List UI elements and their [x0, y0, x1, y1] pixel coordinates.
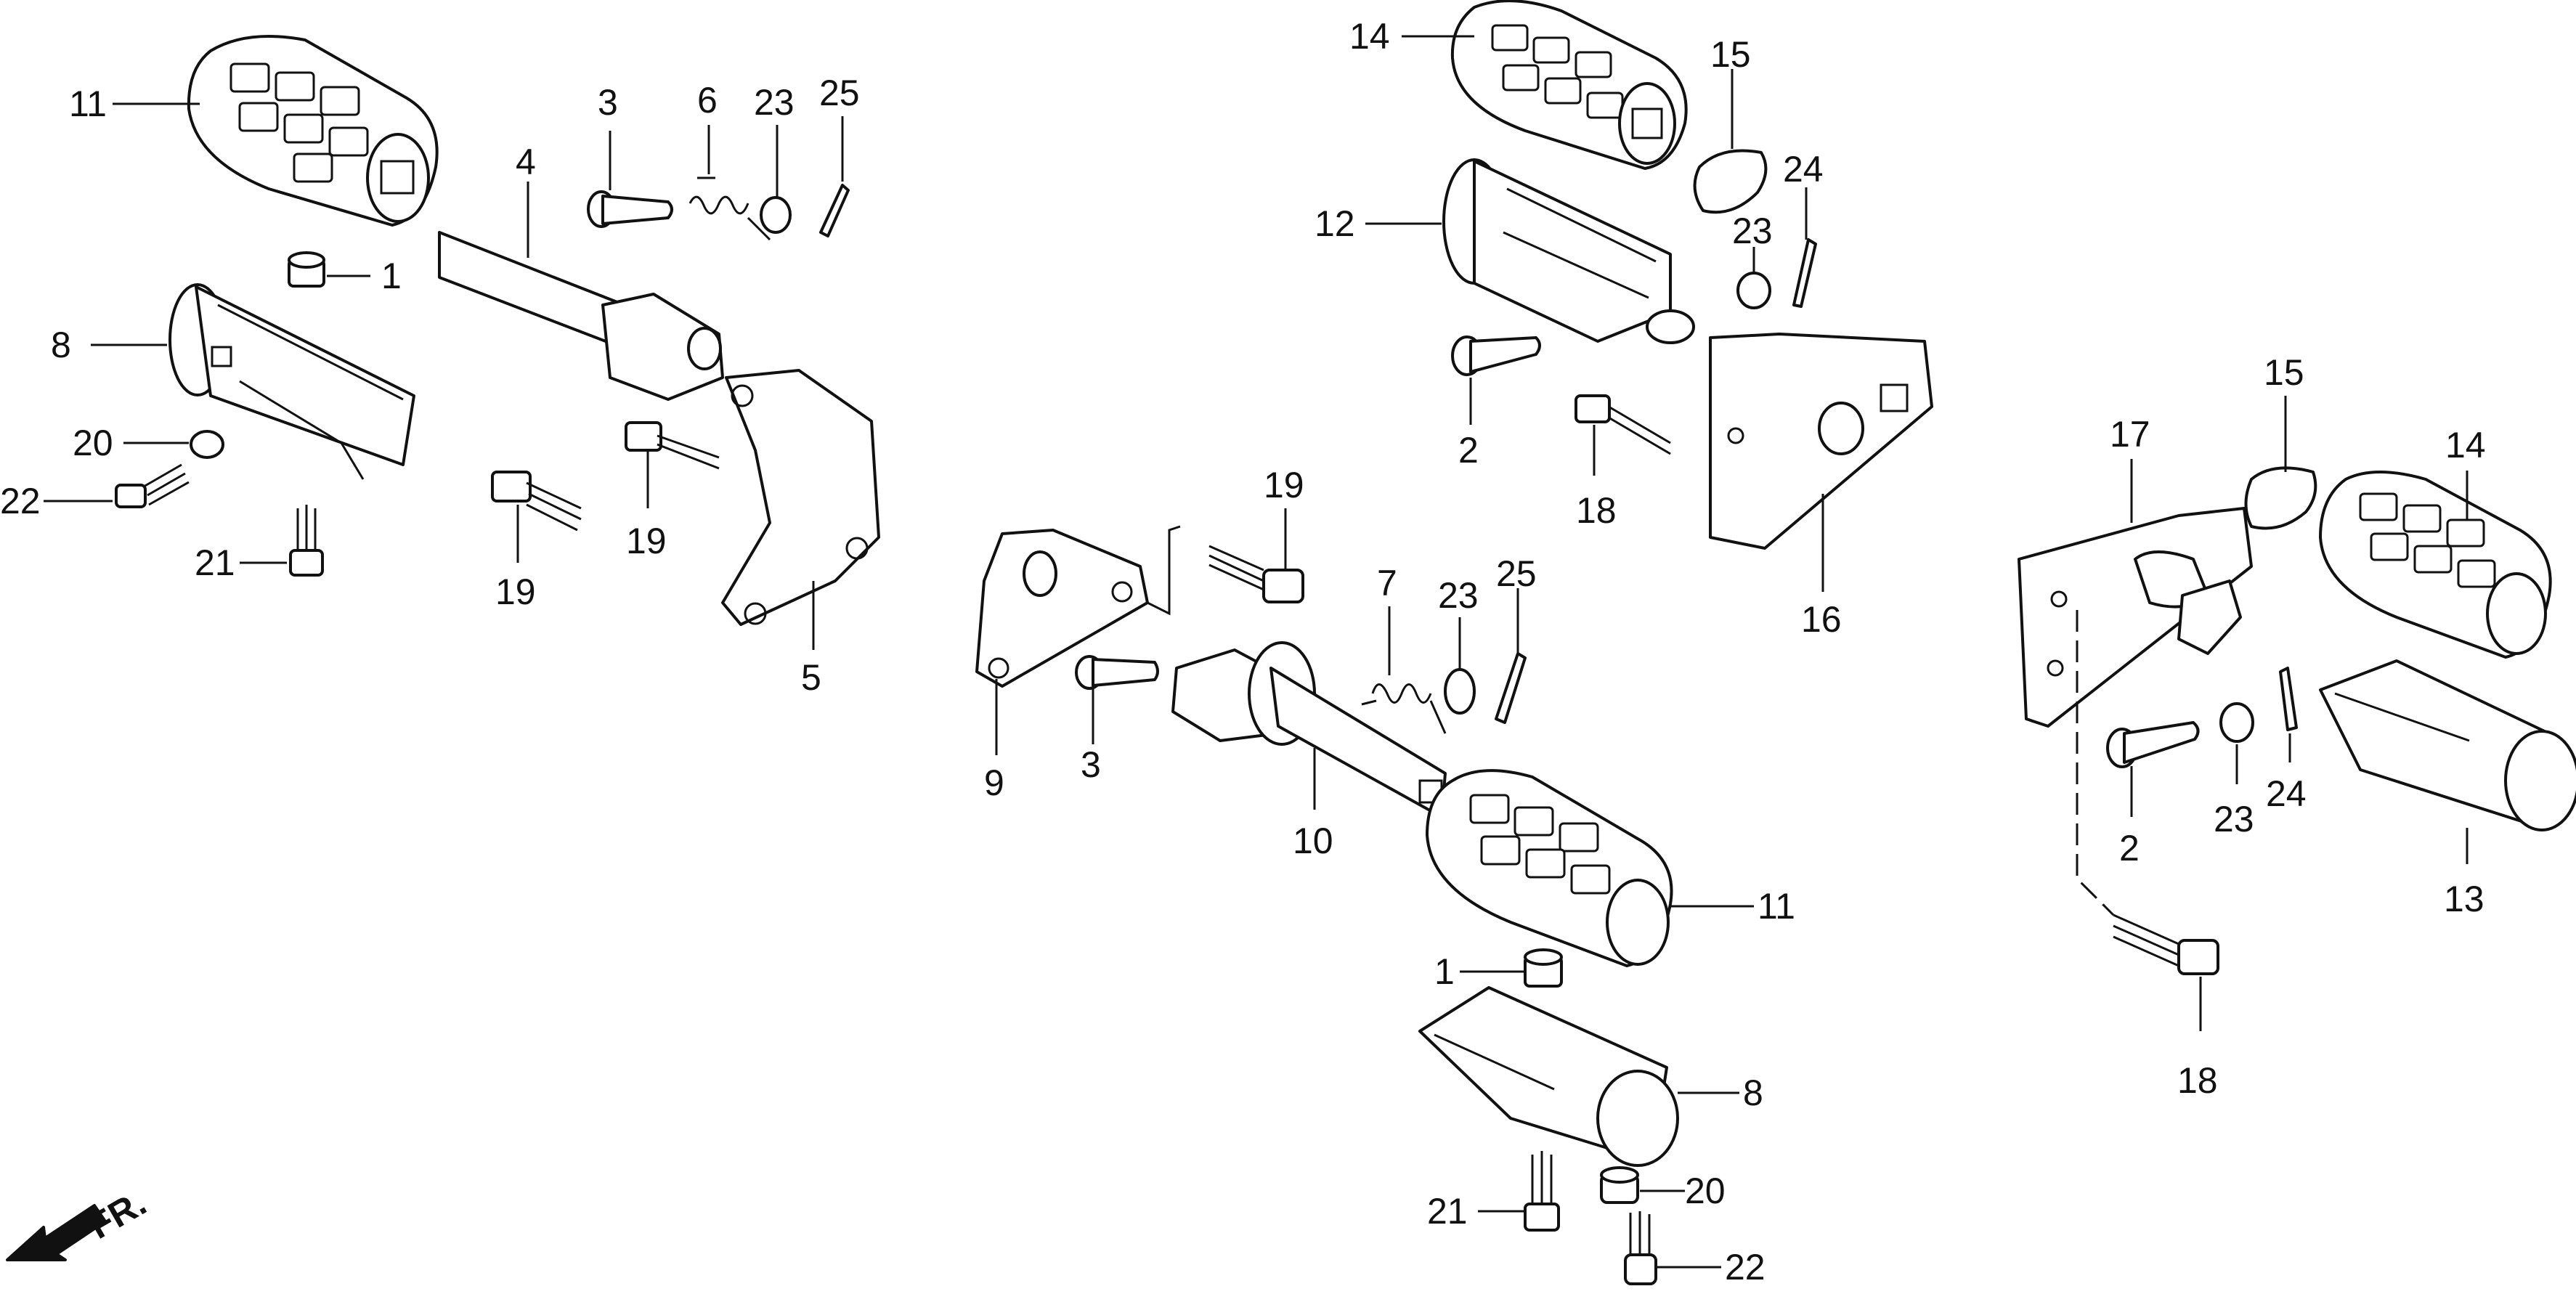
callout-23: 23 [754, 82, 795, 123]
bolt-22 [115, 463, 190, 508]
callout-21: 21 [1427, 1191, 1468, 1232]
callout-16: 16 [1801, 599, 1842, 640]
callout-18: 18 [2177, 1060, 2218, 1101]
collar-1 [288, 251, 325, 288]
callout-6: 6 [697, 80, 718, 121]
pin-2 [1451, 335, 1541, 376]
washer-23 [1444, 668, 1476, 715]
bolt-19c [1208, 545, 1304, 603]
callout-8: 8 [51, 325, 71, 365]
spring-6 [688, 176, 771, 241]
cotter-pin-25 [1495, 652, 1527, 724]
footpeg-rubber-11 [187, 35, 439, 227]
callout-10: 10 [1293, 821, 1333, 861]
callout-15: 15 [2264, 352, 2304, 393]
plate-15 [1693, 149, 1768, 214]
callout-21: 21 [195, 542, 235, 583]
left-rear-footpeg-assembly: 14 15 24 12 23 2 18 16 [1315, 0, 1933, 640]
callout-22: 22 [1725, 1247, 1766, 1287]
washer-23 [760, 196, 792, 234]
footpeg-rubber-14 [2319, 471, 2552, 659]
step-arm-4 [438, 231, 724, 401]
footpeg-rubber-14 [1450, 0, 1688, 170]
callout-19: 19 [1264, 465, 1304, 505]
cotter-pin-24 [1792, 238, 1817, 308]
callout-24: 24 [1783, 149, 1824, 190]
spring-7 [1361, 683, 1447, 734]
cotter-pin-24 [2279, 667, 2298, 731]
footpeg-rubber-11 [1426, 769, 1673, 967]
callout-23: 23 [2214, 799, 2254, 839]
step-arm-10 [1171, 641, 1447, 818]
callout-12: 12 [1315, 203, 1355, 244]
callout-19: 19 [626, 521, 667, 561]
callout-8: 8 [1743, 1073, 1763, 1113]
left-front-footpeg-assembly: 11 1 8 20 22 21 3 6 23 25 4 19 19 5 [0, 35, 880, 698]
callout-11: 11 [1758, 886, 1795, 927]
front-arrow-icon [6, 1204, 107, 1261]
callout-20: 20 [1685, 1171, 1726, 1211]
callout-9: 9 [984, 762, 1004, 803]
callout-3: 3 [1081, 744, 1101, 785]
bolt-18 [2113, 914, 2219, 975]
collar-1 [1524, 948, 1563, 988]
pin-3 [1075, 655, 1159, 690]
callout-11: 11 [69, 84, 107, 124]
bracket-17 [2018, 507, 2253, 728]
callout-13: 13 [2444, 879, 2484, 919]
bolt-19a [491, 471, 582, 532]
callout-23: 23 [1438, 575, 1479, 616]
washer-20 [190, 430, 224, 459]
callout-15: 15 [1710, 34, 1751, 75]
callout-2: 2 [2119, 828, 2140, 868]
bracket-5 [721, 369, 880, 626]
pin-3 [587, 190, 673, 228]
callout-23: 23 [1732, 211, 1773, 251]
washer-23 [1736, 272, 1771, 309]
callout-18: 18 [1576, 490, 1617, 531]
callout-5: 5 [801, 657, 821, 698]
callout-22: 22 [0, 481, 41, 521]
bolt-21 [1524, 1151, 1560, 1232]
step-holder-12 [1442, 158, 1695, 344]
fr-label: FR. [82, 1182, 153, 1247]
callout-20: 20 [73, 423, 113, 463]
callout-19: 19 [495, 571, 536, 612]
bolt-19b [625, 421, 720, 470]
callout-2: 2 [1458, 430, 1479, 471]
bolt-21 [289, 505, 324, 577]
callout-3: 3 [598, 82, 618, 123]
callout-25: 25 [819, 73, 860, 113]
bracket-9 [975, 525, 1181, 688]
step-holder-13 [2319, 659, 2576, 831]
callout-4: 4 [516, 142, 536, 182]
collar-20 [1600, 1166, 1639, 1204]
pin-2 [2106, 721, 2200, 768]
callout-25: 25 [1496, 553, 1537, 594]
bracket-16 [1709, 333, 1933, 550]
washer-23 [2219, 702, 2254, 743]
callout-7: 7 [1377, 563, 1397, 603]
cotter-pin-25 [819, 184, 850, 237]
right-front-footpeg-assembly: 19 7 23 25 9 3 10 11 1 8 21 20 22 [975, 465, 1795, 1287]
step-holder-8 [168, 283, 415, 480]
callout-1: 1 [381, 256, 402, 296]
callout-14: 14 [1349, 16, 1390, 57]
callout-14: 14 [2445, 425, 2486, 465]
right-rear-footpeg-assembly: 15 17 14 2 23 24 13 18 [2018, 352, 2576, 1101]
bolt-18 [1575, 394, 1671, 455]
step-holder-8 [1418, 986, 1679, 1167]
callout-17: 17 [2110, 414, 2150, 455]
callout-1: 1 [1434, 951, 1455, 992]
bolt-22 [1624, 1211, 1657, 1285]
front-direction-indicator: FR. [6, 1182, 153, 1261]
plate-15 [2244, 466, 2317, 530]
callout-24: 24 [2266, 773, 2307, 814]
